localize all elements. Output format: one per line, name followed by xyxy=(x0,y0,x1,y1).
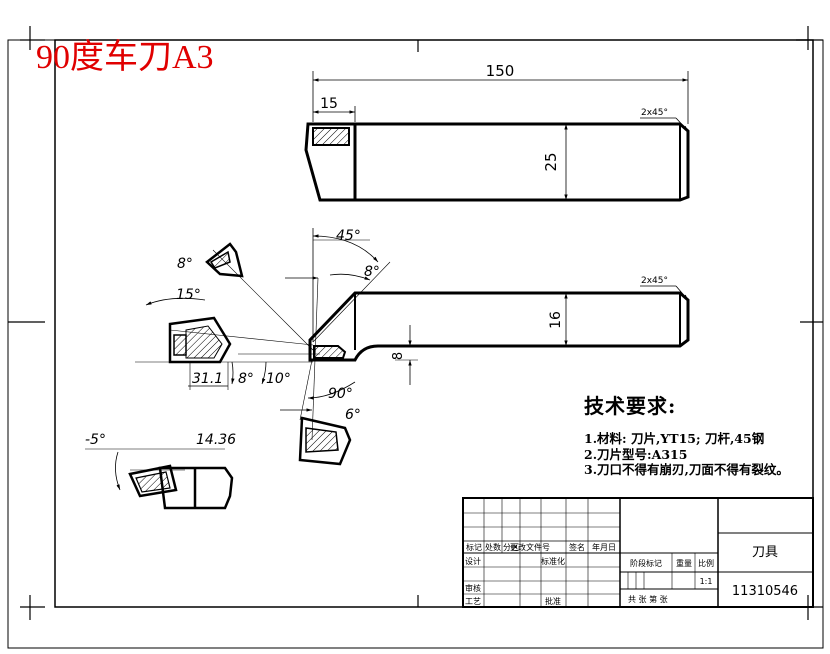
top-view-outline xyxy=(304,122,690,202)
dim-31: 31.1 xyxy=(192,371,223,387)
tech-requirement-1: 1.材料: 刀片,YT15; 刀杆,45钢 xyxy=(584,431,765,446)
angle-6: 6° xyxy=(345,407,361,423)
tb-header-zone: 分区 xyxy=(503,543,519,552)
tb-weight: 重量 xyxy=(676,558,692,568)
angle-90: 90° xyxy=(328,386,353,402)
front-view-insert xyxy=(313,345,347,359)
tech-requirement-2: 2.刀片型号:A315 xyxy=(584,447,688,462)
angle-10: 10° xyxy=(266,371,291,387)
drawing-heading: 90度车刀A3 xyxy=(36,39,214,76)
dim-chamfer-bottom: 2x45° xyxy=(641,276,668,286)
tb-design: 设计 xyxy=(465,556,481,566)
tb-header-date: 年月日 xyxy=(592,542,616,552)
tb-header-sign: 签名 xyxy=(569,542,585,552)
tb-drawing-number: 11310546 xyxy=(732,584,798,599)
dim-1436: 14.36 xyxy=(196,432,236,448)
top-view xyxy=(304,71,690,202)
tb-header-mark: 标记 xyxy=(466,542,482,552)
tb-sheets: 共 张 第 张 xyxy=(628,594,668,604)
angle-45: 45° xyxy=(336,228,361,244)
title-block-headers: 标记 处数 分区 更改文件号 签名 年月日 xyxy=(466,542,616,552)
front-view xyxy=(280,228,690,441)
dim-head-length: 15 xyxy=(320,96,338,112)
angle-8-left: 8° xyxy=(177,256,193,272)
insert-section-top xyxy=(205,242,244,278)
tb-process: 工艺 xyxy=(465,597,481,606)
tech-requirement-3: 3.刀口不得有崩刃,刀面不得有裂纹。 xyxy=(584,462,789,477)
dim-chamfer-top: 2x45° xyxy=(641,108,668,118)
top-view-insert xyxy=(312,127,350,146)
sheet-frame xyxy=(7,26,824,649)
title-block xyxy=(462,497,814,608)
tb-stage-mark: 阶段标记 xyxy=(630,558,662,568)
insert-section-side xyxy=(128,464,178,498)
dim-shank-width: 16 xyxy=(548,311,564,329)
dim-total-length: 150 xyxy=(486,62,515,80)
front-view-outline xyxy=(308,291,690,362)
tb-review: 审核 xyxy=(465,583,481,593)
angle-neg5: -5° xyxy=(85,432,106,448)
tb-standardization: 标准化 xyxy=(541,556,565,566)
tb-approve: 批准 xyxy=(545,596,561,606)
insert-section-mid xyxy=(168,316,232,364)
tb-scale-value: 1:1 xyxy=(700,577,713,586)
angle-15: 15° xyxy=(176,287,201,303)
dim-shank-height: 25 xyxy=(542,152,560,171)
tb-scale: 比例 xyxy=(698,558,714,568)
tb-header-count: 处数 xyxy=(485,542,501,552)
angle-8-base: 8° xyxy=(238,371,254,387)
angle-views xyxy=(85,242,352,510)
insert-section-bottom xyxy=(298,416,352,466)
tb-header-change: 更改文件号 xyxy=(510,542,550,552)
angle-8-right: 8° xyxy=(364,264,380,280)
tech-requirements-title: 技术要求: xyxy=(584,394,677,418)
dim-offset: 8 xyxy=(391,352,406,360)
tb-part-name: 刀具 xyxy=(752,545,778,560)
